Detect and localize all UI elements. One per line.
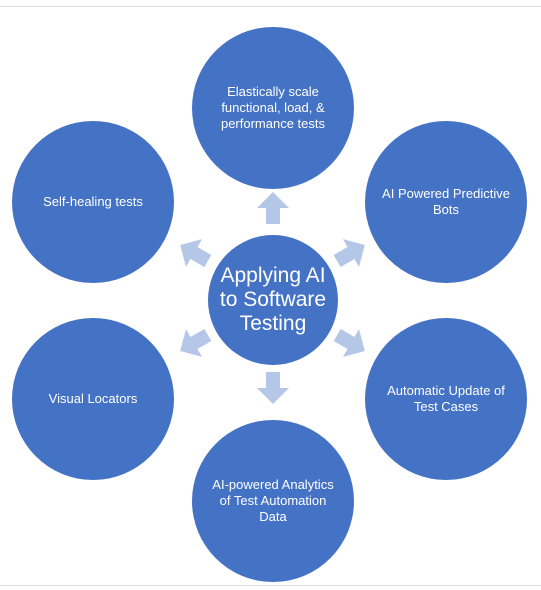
- node-ai-analytics: AI-powered Analytics of Test Automation …: [192, 420, 354, 582]
- arrow-up-icon: [255, 190, 291, 226]
- bottom-border-line: [0, 585, 541, 586]
- node-automatic-test-case-update: Automatic Update of Test Cases: [365, 318, 527, 480]
- node-visual-locators-label: Visual Locators: [48, 391, 138, 406]
- arrow-up-right-icon: [326, 228, 375, 277]
- arrow-down-right-icon: [326, 318, 375, 367]
- node-elastic-scale-tests: Elastically scale functional, load, & pe…: [192, 27, 354, 189]
- node-self-healing-tests: Self-healing tests: [12, 121, 174, 283]
- node-ai-analytics-label: AI-powered Analytics of Test Automation …: [212, 477, 334, 524]
- arrow-up-left-icon: [169, 228, 218, 277]
- node-self-healing-tests-label: Self-healing tests: [43, 194, 143, 209]
- center-node: Applying AI to Software Testing: [208, 235, 338, 365]
- node-automatic-test-case-update-label: Automatic Update of Test Cases: [387, 383, 505, 414]
- top-border-line: [0, 6, 541, 7]
- node-predictive-bots: AI Powered Predictive Bots: [365, 121, 527, 283]
- node-predictive-bots-label: AI Powered Predictive Bots: [382, 186, 510, 217]
- arrow-down-left-icon: [169, 318, 218, 367]
- node-visual-locators: Visual Locators: [12, 318, 174, 480]
- node-elastic-scale-tests-label: Elastically scale functional, load, & pe…: [220, 84, 326, 131]
- center-node-label: Applying AI to Software Testing: [219, 264, 327, 335]
- arrow-down-icon: [255, 370, 291, 406]
